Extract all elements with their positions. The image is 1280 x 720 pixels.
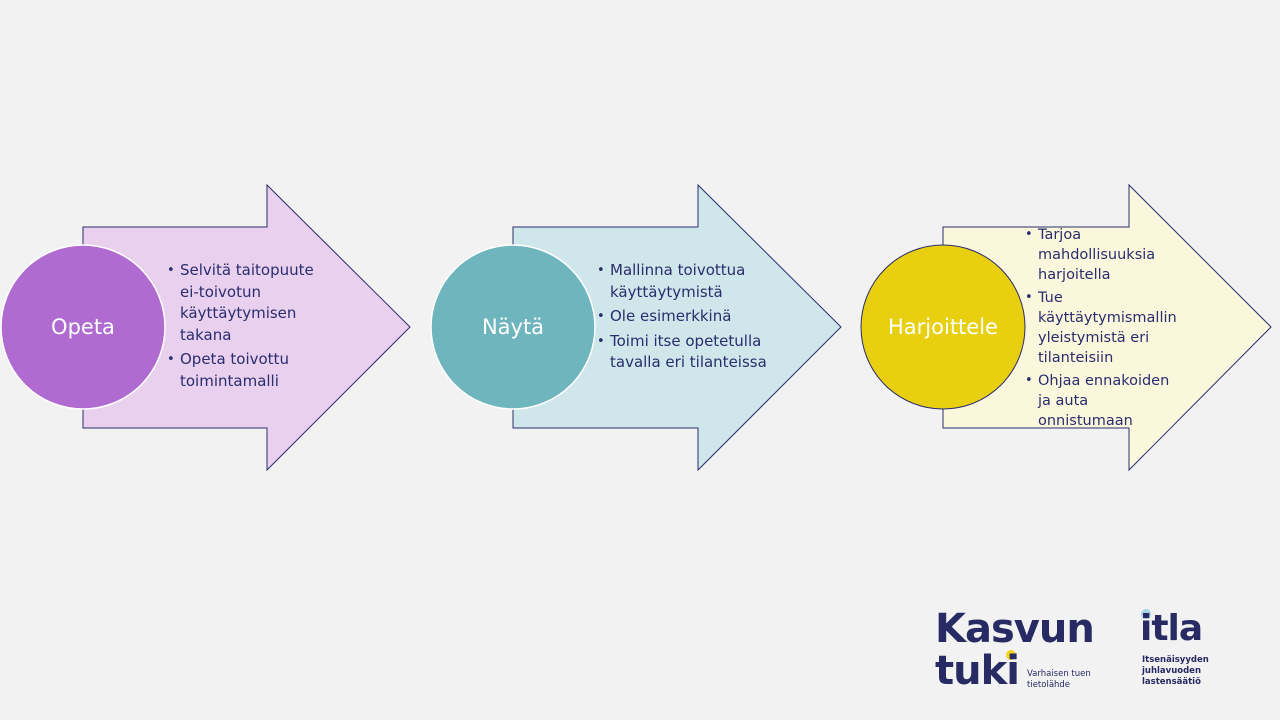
step-3-title: Harjoittele — [888, 315, 998, 339]
step-2-bullet-3: Toimi itse opetetulla tavalla eri tilant… — [597, 331, 767, 374]
itla-logo-word: itla — [1140, 608, 1203, 649]
arrow-step-2 — [512, 183, 842, 472]
step-2-title: Näytä — [481, 315, 545, 339]
step-2-bullet-1: Mallinna toivottua käyttäytymistä — [597, 260, 767, 303]
step-3-bullet-1: Tarjoa mahdollisuuksia harjoitella — [1025, 225, 1185, 285]
step-3-bullet-2: Tue käyttäytymismallin yleistymistä eri … — [1025, 288, 1185, 368]
step-2-bullet-2: Ole esimerkkinä — [597, 306, 767, 328]
step-1-bullet-1: Selvitä taitopuute ei-toivotun käyttäyty… — [167, 260, 337, 346]
itla-logo-tagline: Itsenäisyyden juhlavuoden lastensäätiö — [1142, 655, 1209, 687]
circle-step-2 — [430, 244, 596, 410]
kasvun-logo-dot — [1006, 650, 1016, 660]
kasvun-logo-tagline: Varhaisen tuen tietolähde — [1027, 669, 1091, 690]
circle-step-1 — [0, 244, 166, 410]
step-3-bullets: Tarjoa mahdollisuuksia harjoitella Tue k… — [1025, 225, 1185, 434]
step-1-bullet-2: Opeta toivottu toimintamalli — [167, 349, 337, 392]
step-1-title: Opeta — [51, 315, 115, 339]
step-3-bullet-3: Ohjaa ennakoiden ja auta onnistumaan — [1025, 371, 1185, 431]
itla-logo-dot — [1141, 609, 1151, 619]
kasvun-logo-line1: Kasvun — [935, 606, 1095, 652]
step-2-bullets: Mallinna toivottua käyttäytymistä Ole es… — [597, 260, 767, 377]
step-1-bullets: Selvitä taitopuute ei-toivotun käyttäyty… — [167, 260, 337, 395]
kasvun-logo-line2: tuki — [935, 648, 1020, 694]
